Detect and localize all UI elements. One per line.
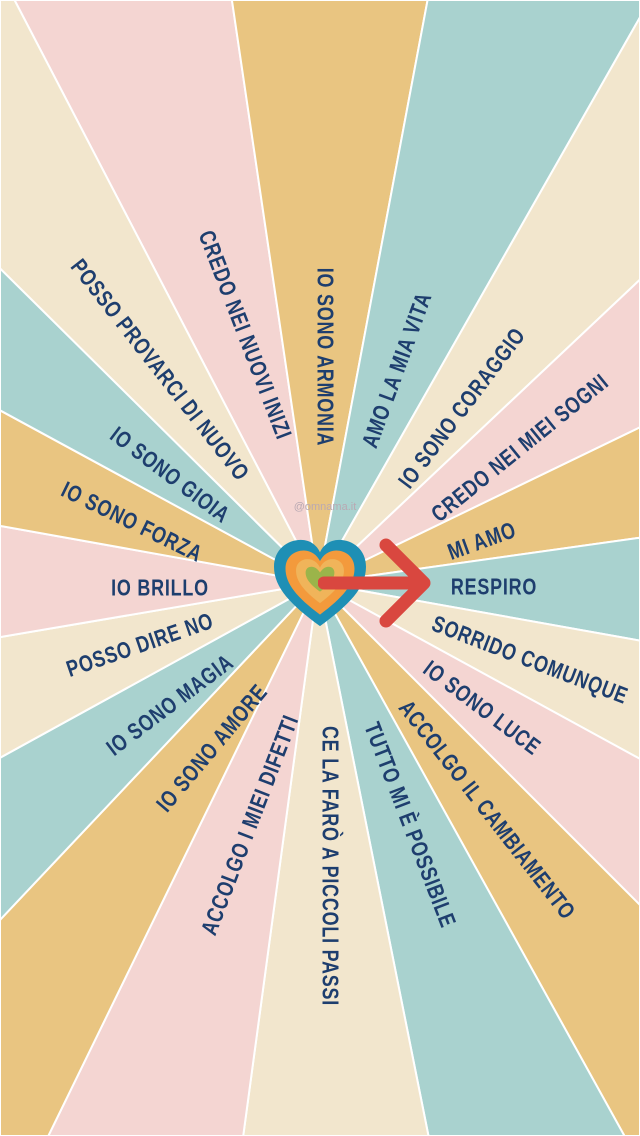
affirmation-piccoli-passi: CE LA FARÒ A PICCOLI PASSI	[317, 725, 344, 1007]
affirmation-respiro: RESPIRO	[450, 573, 538, 600]
affirmation-armonia: IO SONO ARMONIA	[312, 267, 339, 447]
sunburst-ray	[0, 0, 319, 584]
arrow-right-icon	[318, 538, 431, 628]
watermark: @omnama.it	[293, 501, 357, 513]
affirmation-brillo: IO BRILLO	[111, 574, 209, 601]
